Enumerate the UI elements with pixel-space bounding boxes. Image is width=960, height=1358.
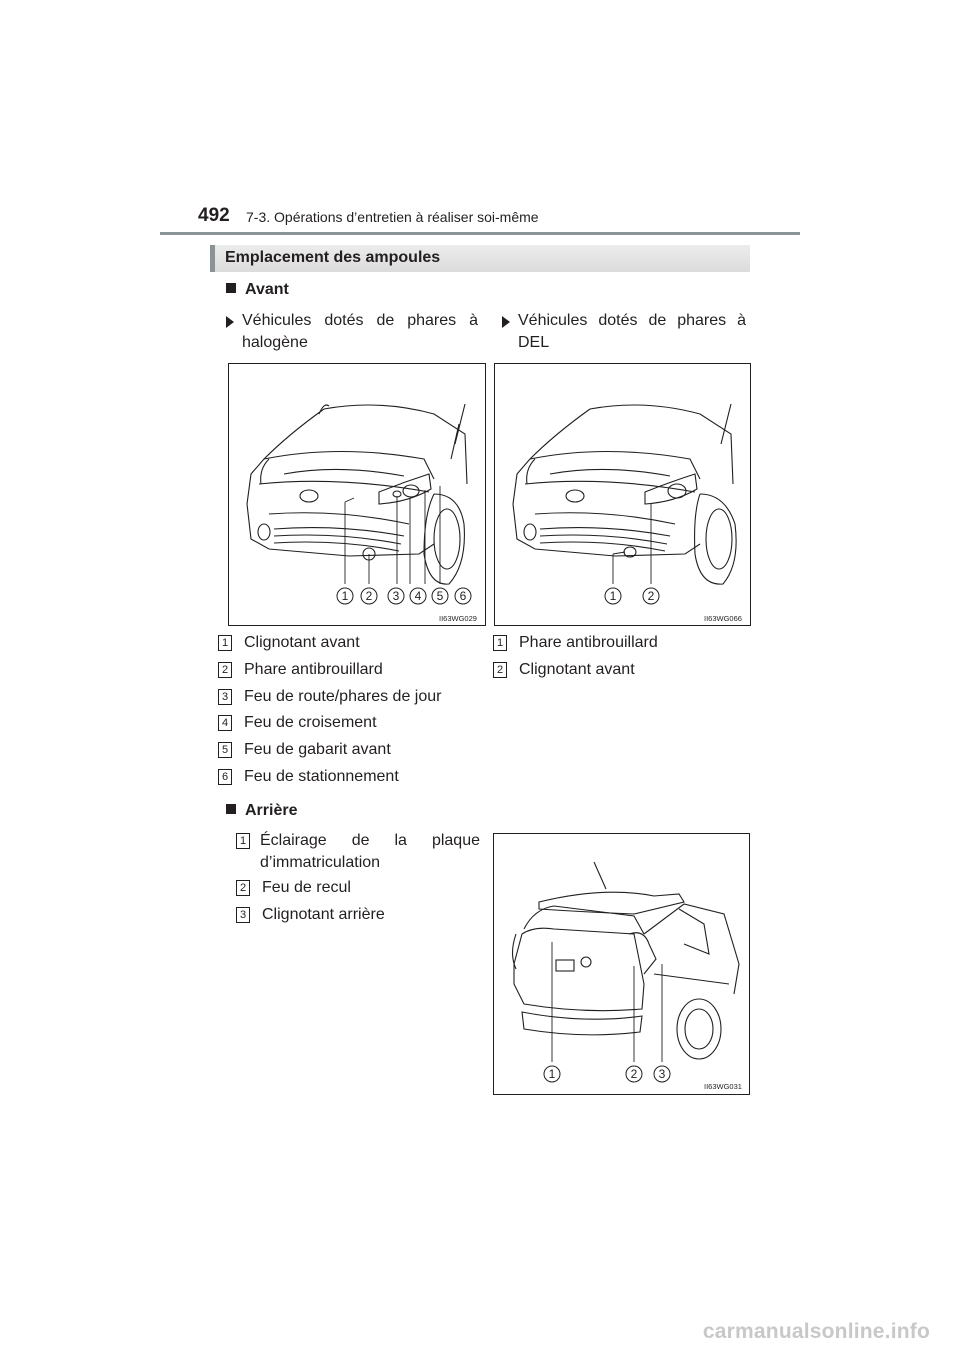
figure-code: II63WG031 bbox=[704, 1082, 742, 1091]
callout-6: 6 bbox=[460, 589, 467, 603]
front-heading: Avant bbox=[226, 281, 289, 299]
square-bullet-icon bbox=[226, 804, 236, 814]
chapter-title: 7-3. Opérations d’entretien à réaliser s… bbox=[246, 209, 539, 225]
callout-1: 1 bbox=[342, 589, 349, 603]
callout-2: 2 bbox=[631, 1067, 638, 1081]
halogen-front-figure: 1 2 3 4 5 6 II63WG029 bbox=[228, 363, 486, 626]
halogen-callouts: 1 2 3 4 5 6 bbox=[336, 587, 472, 605]
callout-4: 4 bbox=[415, 589, 422, 603]
car-rear-illustration: 1 2 3 bbox=[511, 861, 740, 1083]
triangle-bullet-icon bbox=[226, 315, 234, 333]
callout-1: 1 bbox=[549, 1067, 556, 1081]
section-title: Emplacement des ampoules bbox=[225, 249, 441, 266]
square-bullet-icon bbox=[226, 283, 236, 293]
callout-3: 3 bbox=[659, 1067, 666, 1081]
callout-2: 2 bbox=[648, 589, 655, 603]
car-front-halogen-illustration: 1 2 3 4 5 6 bbox=[246, 403, 472, 605]
figure-code: II63WG066 bbox=[704, 614, 742, 623]
list-item: 1 Éclairage de la plaque d’immatriculati… bbox=[236, 830, 480, 874]
led-title: Véhicules dotés de phares à DEL bbox=[518, 312, 746, 351]
car-front-led-illustration: 1 2 bbox=[512, 403, 737, 605]
header-rule bbox=[160, 232, 800, 235]
page-number: 492 bbox=[198, 205, 230, 226]
triangle-bullet-icon bbox=[502, 315, 510, 333]
led-front-figure: 1 2 II63WG066 bbox=[494, 363, 751, 626]
halogen-title: Véhicules dotés de phares à halogène bbox=[242, 312, 478, 351]
figure-code: II63WG029 bbox=[439, 614, 477, 623]
rear-figure: 1 2 3 II63WG031 bbox=[493, 833, 750, 1095]
rear-heading: Arrière bbox=[226, 802, 297, 820]
callout-5: 5 bbox=[437, 589, 444, 603]
callout-2: 2 bbox=[366, 589, 373, 603]
section-heading: Emplacement des ampoules bbox=[210, 245, 750, 272]
callout-3: 3 bbox=[393, 589, 400, 603]
watermark: carmanualsonline.info bbox=[702, 1320, 930, 1343]
callout-1: 1 bbox=[610, 589, 617, 603]
